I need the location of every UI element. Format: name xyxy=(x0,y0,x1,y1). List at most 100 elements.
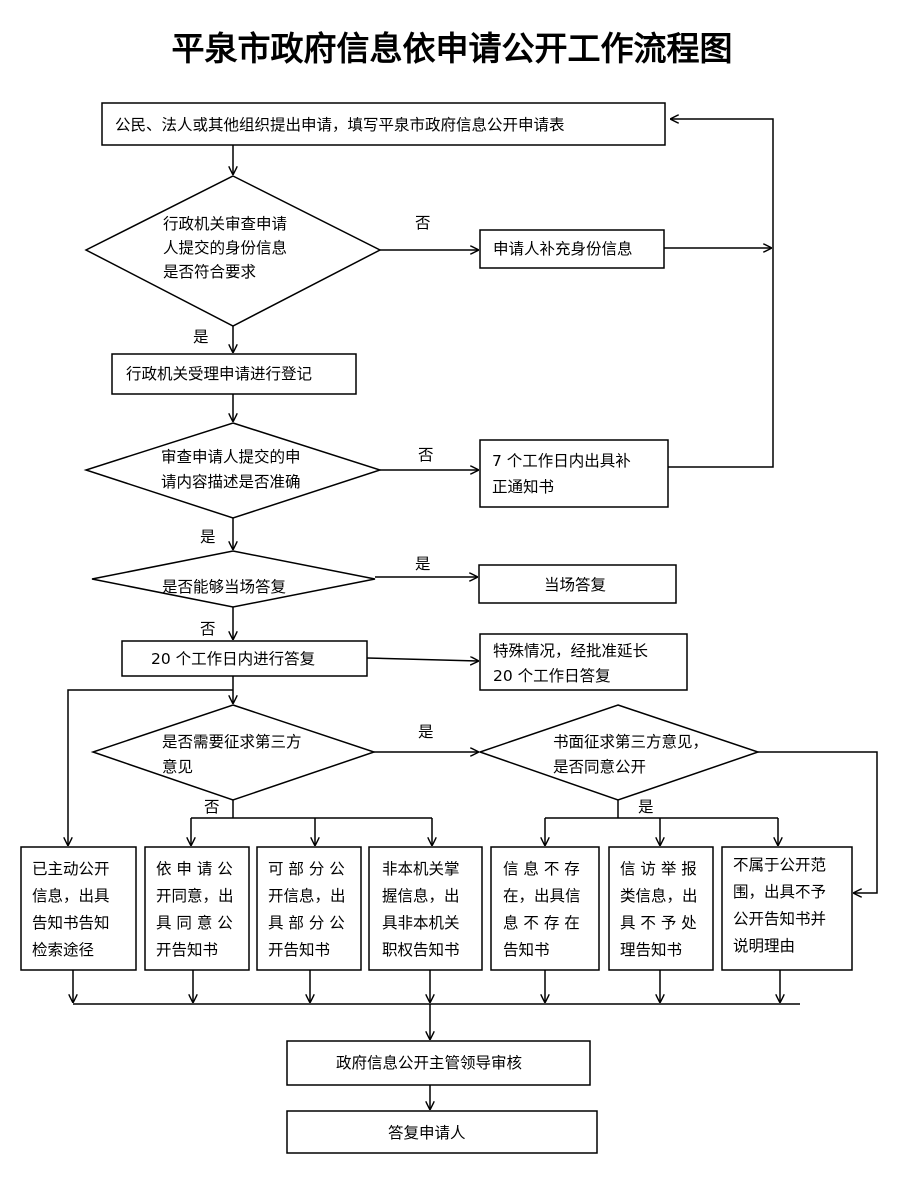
onsite-q-line: 是否能够当场答复 xyxy=(162,578,286,596)
onsite-reply-text: 当场答复 xyxy=(544,576,606,594)
check-id-text: 行政机关审查申请人提交的身份信息是否符合要求 xyxy=(163,215,287,281)
result-box-2 xyxy=(144,846,250,971)
check-id-line: 行政机关审查申请 xyxy=(163,215,287,233)
third-party-consent-text: 书面征求第三方意见， 是否同意公开 xyxy=(553,732,708,776)
result-6-text: 信 访 举 报类信息，出具 不 予 处理告知书 xyxy=(620,860,698,959)
correction-notice-line: 7 个工作日内出具补 xyxy=(492,452,631,470)
third-party-consent-line: 是否同意公开 xyxy=(553,757,646,776)
check-id-line: 人提交的身份信息 xyxy=(163,239,287,257)
page-title: 平泉市政府信息依申请公开工作流程图 xyxy=(172,29,733,68)
leader-review-line: 政府信息公开主管领导审核 xyxy=(336,1054,522,1072)
r4-line: 职权告知书 xyxy=(382,941,460,959)
apply-box xyxy=(101,102,666,146)
r5-line: 告知书 xyxy=(503,941,550,959)
label-yes-5: 是 xyxy=(638,798,654,816)
loop-correction-to-apply xyxy=(668,119,774,468)
r1-line: 告知书告知 xyxy=(32,914,110,932)
register-line: 行政机关受理申请进行登记 xyxy=(126,365,312,383)
result-box-6 xyxy=(608,846,714,971)
supplement-id-line: 申请人补充身份信息 xyxy=(493,240,633,258)
third-party-question-text: 是否需要征求第三方意见 xyxy=(162,733,302,776)
check-content-line: 审查申请人提交的申 xyxy=(161,448,301,466)
r6-line: 类信息，出 xyxy=(620,887,698,905)
extend-text: 特殊情况，经批准延长 20 个工作日答复 xyxy=(493,642,648,685)
r2-line: 开同意，出 xyxy=(156,886,234,905)
result-box-1 xyxy=(20,846,137,971)
extend-line: 20 个工作日答复 xyxy=(493,667,611,685)
r7-line: 公开告知书并 xyxy=(733,910,826,928)
extend-line: 特殊情况，经批准延长 xyxy=(493,642,648,660)
result-1-text: 已主动公开信息，出具告知书告知检索途径 xyxy=(32,860,110,959)
r6-line: 具 不 予 处 xyxy=(620,914,697,932)
arrow-consent-no xyxy=(758,751,878,893)
correction-notice-box xyxy=(479,439,669,508)
r7-line: 不属于公开范 xyxy=(733,856,826,874)
r1-line: 已主动公开 xyxy=(32,860,110,878)
correction-notice-text: 7 个工作日内出具补正通知书 xyxy=(492,452,631,496)
reply-applicant-text: 答复申请人 xyxy=(388,1124,466,1142)
label-yes-4: 是 xyxy=(418,723,434,741)
r5-line: 在，出具信 xyxy=(503,887,581,905)
register-text: 行政机关受理申请进行登记 xyxy=(126,365,312,383)
result-2-text: 依 申 请 公开同意，出具 同 意 公开告知书 xyxy=(156,860,234,959)
reply-20-text: 20 个工作日内进行答复 xyxy=(151,650,315,668)
apply-line: 公民、法人或其他组织提出申请，填写平泉市政府信息公开申请表 xyxy=(115,116,565,134)
supplement-id-text: 申请人补充身份信息 xyxy=(493,240,633,258)
result-box-7 xyxy=(721,846,853,971)
check-content-text: 审查申请人提交的申请内容描述是否准确 xyxy=(161,448,301,491)
onsite-reply-box xyxy=(478,564,677,604)
result-7-text: 不属于公开范围，出具不予公开告知书并说明理由 xyxy=(733,856,826,955)
third-party-question-diamond xyxy=(90,704,377,801)
r7-line: 围，出具不予 xyxy=(733,883,826,901)
third-party-consent-line: 书面征求第三方意见， xyxy=(553,732,708,751)
apply-text: 公民、法人或其他组织提出申请，填写平泉市政府信息公开申请表 xyxy=(115,116,565,134)
r1-line: 信息，出具 xyxy=(32,887,110,905)
r2-line: 依 申 请 公 xyxy=(156,860,233,878)
label-no-2: 否 xyxy=(418,446,434,464)
result-4-text: 非本机关掌握信息，出具非本机关职权告知书 xyxy=(382,860,460,959)
reply-applicant-box xyxy=(286,1110,598,1154)
r2-line: 开告知书 xyxy=(156,941,218,959)
r6-line: 信 访 举 报 xyxy=(620,860,697,878)
label-yes-1: 是 xyxy=(193,328,209,346)
third-party-q-line: 是否需要征求第三方 xyxy=(162,733,302,751)
reply-applicant-line: 答复申请人 xyxy=(388,1124,466,1142)
result-box-5 xyxy=(490,846,600,971)
r3-line: 开告知书 xyxy=(268,941,330,959)
r4-line: 具非本机关 xyxy=(382,914,460,932)
result-box-4 xyxy=(368,846,483,971)
third-party-q-line: 意见 xyxy=(162,757,193,776)
label-no-4: 否 xyxy=(204,798,220,816)
r1-line: 检索途径 xyxy=(32,941,94,959)
r4-line: 握信息，出 xyxy=(382,887,460,905)
r7-line: 说明理由 xyxy=(733,937,795,955)
check-content-diamond xyxy=(83,422,383,519)
correction-notice-line: 正通知书 xyxy=(492,478,554,496)
leader-review-text: 政府信息公开主管领导审核 xyxy=(336,1054,522,1072)
r3-line: 开信息，出 xyxy=(268,887,346,905)
r5-line: 息 不 存 在 xyxy=(503,914,580,932)
result-5-text: 信 息 不 存在，出具信息 不 存 在告知书 xyxy=(503,860,581,959)
check-id-line: 是否符合要求 xyxy=(163,263,256,281)
onsite-question-text: 是否能够当场答复 xyxy=(162,578,286,596)
arrow-reply20-to-extend xyxy=(366,658,478,661)
r6-line: 理告知书 xyxy=(620,941,682,959)
r5-line: 信 息 不 存 xyxy=(503,860,580,878)
reply-20-line: 20 个工作日内进行答复 xyxy=(151,650,315,668)
result-box-3 xyxy=(256,846,362,971)
r4-line: 非本机关掌 xyxy=(382,860,460,878)
result-3-text: 可 部 分 公开信息，出具 部 分 公开告知书 xyxy=(268,860,346,959)
extend-box xyxy=(479,633,688,691)
r3-line: 可 部 分 公 xyxy=(268,860,345,878)
third-party-consent-diamond xyxy=(477,704,761,801)
supplement-id-box xyxy=(479,229,665,269)
leader-review-box xyxy=(286,1040,591,1086)
register-box xyxy=(111,353,357,395)
label-yes-3: 是 xyxy=(415,555,431,573)
r3-line: 具 部 分 公 xyxy=(268,914,345,932)
label-yes-2: 是 xyxy=(200,528,216,546)
check-content-line: 请内容描述是否准确 xyxy=(161,473,301,491)
onsite-reply-line: 当场答复 xyxy=(544,576,606,594)
label-no-1: 否 xyxy=(415,214,431,232)
